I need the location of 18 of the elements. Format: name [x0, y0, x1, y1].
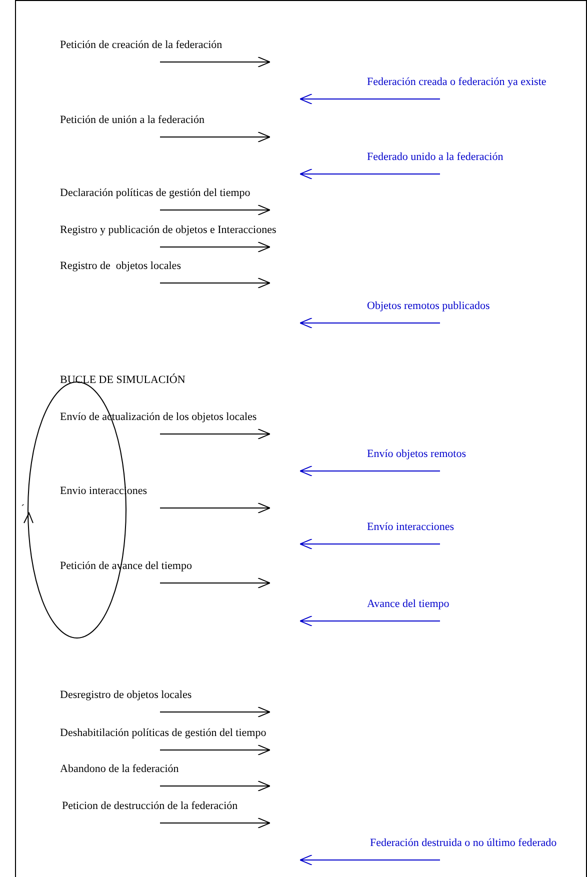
message-label: Registro de objetos locales	[60, 260, 181, 273]
message-label: Desregistro de objetos locales	[60, 689, 192, 702]
message-label: Registro y publicación de objetos e Interacciones	[60, 224, 276, 237]
message-label: Abandono de la federación	[60, 763, 179, 776]
message-label: Objetos remotos publicados	[367, 300, 490, 313]
message-label: Petición de unión a la federación	[60, 114, 204, 127]
message-label: Federación creada o federación ya existe	[367, 76, 546, 89]
message-label: Peticion de destrucción de la federación	[62, 800, 238, 813]
message-label: Federado unido a la federación	[367, 151, 504, 164]
message-label: Envío interacciones	[367, 521, 454, 534]
message-label: Deshabitilación políticas de gestión del tiempo	[60, 727, 266, 740]
message-label: Envío objetos remotos	[367, 448, 466, 461]
accent-mark: ´	[21, 503, 25, 516]
message-label: Petición de creación de la federación	[60, 39, 222, 52]
section-heading: BUCLE DE SIMULACIÓN	[60, 374, 186, 387]
message-label: Avance del tiempo	[367, 598, 450, 611]
message-label: Federación destruida o no último federado	[370, 837, 557, 850]
message-label: Declaración políticas de gestión del tiempo	[60, 187, 250, 200]
